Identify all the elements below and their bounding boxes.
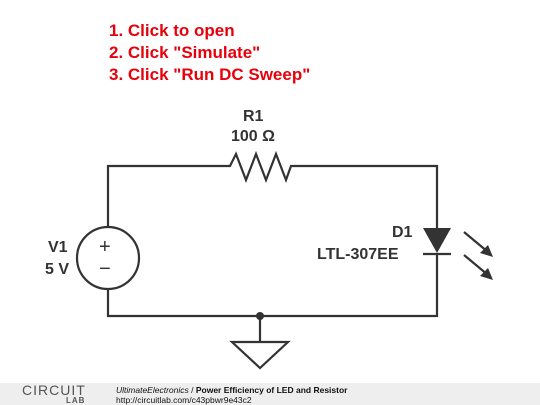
wire-bottom-right — [260, 254, 439, 318]
circuit-title[interactable]: Power Efficiency of LED and Resistor — [195, 385, 348, 395]
light-arrow-1-head — [480, 245, 493, 257]
footer-bar: CIRCUIT LAB UltimateElectronics / Power … — [0, 383, 540, 405]
diode-part-label: LTL-307EE — [317, 246, 399, 263]
circuitlab-logo[interactable]: CIRCUIT — [22, 382, 86, 398]
light-arrow-1 — [463, 231, 489, 253]
resistor-value-label: 100 Ω — [231, 128, 275, 145]
junction-dot — [256, 312, 264, 320]
wire-bottom-left — [106, 289, 260, 318]
light-arrow-2 — [463, 254, 489, 276]
instruction-step-1: 1. Click to open — [109, 21, 235, 40]
instruction-step-2: 2. Click "Simulate" — [109, 43, 261, 62]
voltage-source-symbol[interactable] — [75, 225, 141, 291]
resistor-symbol[interactable] — [222, 150, 296, 184]
resistor-name-label: R1 — [243, 108, 264, 125]
footer-credit: UltimateElectronics / Power Efficiency o… — [116, 385, 347, 395]
wire-top-right — [296, 164, 439, 228]
wire-top-left — [106, 164, 222, 227]
source-value-label: 5 V — [45, 261, 70, 278]
ground-symbol[interactable] — [229, 340, 291, 370]
instruction-step-3: 3. Click "Run DC Sweep" — [109, 65, 311, 84]
diode-name-label: D1 — [392, 224, 413, 241]
diode-symbol[interactable] — [423, 228, 451, 253]
source-name-label: V1 — [48, 239, 68, 256]
source-plus-sign: + — [99, 236, 111, 258]
circuit-url-link[interactable]: http://circuitlab.com/c43pbwr9e43c2 — [116, 395, 252, 405]
source-minus-sign: − — [99, 258, 111, 280]
credit-separator: / — [188, 385, 196, 395]
light-arrow-2-head — [480, 268, 493, 280]
author-link[interactable]: UltimateElectronics — [116, 385, 189, 395]
circuitlab-logo-lab: LAB — [66, 396, 86, 405]
